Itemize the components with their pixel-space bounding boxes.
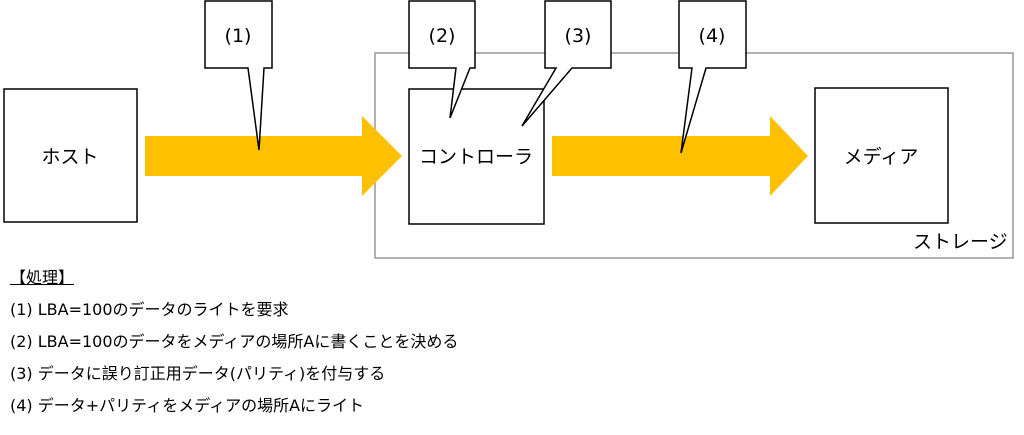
process-list: 【処理】 (1) LBA=100のデータのライトを要求 (2) LBA=100の… [10, 262, 458, 422]
callout-3 [521, 0, 612, 127]
callout-4 [678, 0, 747, 154]
process-title: 【処理】 [10, 268, 75, 287]
host-box [3, 88, 138, 223]
process-step-4: (4) データ+パリティをメディアの場所Aにライト [10, 396, 365, 415]
callout-2-label: (2) [429, 25, 456, 47]
host-label: ホスト [41, 146, 98, 168]
media-box [814, 87, 949, 224]
callout-2 [408, 0, 476, 119]
process-step-1: (1) LBA=100のデータのライトを要求 [10, 300, 289, 319]
media-label: メディア [844, 146, 919, 168]
storage-label: ストレージ [913, 231, 1008, 253]
process-step-3: (3) データに誤り訂正用データ(パリティ)を付与する [10, 364, 386, 383]
controller-box [408, 88, 545, 225]
arrow-controller-to-media [552, 116, 808, 196]
callout-3-label: (3) [565, 25, 592, 47]
storage-write-diagram: ストレージ ホスト コントローラ メディア (1) (2) (3) (4) [3, 0, 1014, 259]
callout-1-label: (1) [225, 25, 252, 47]
arrow-host-to-controller [145, 116, 402, 196]
controller-label: コントローラ [419, 146, 533, 168]
callout-4-label: (4) [699, 25, 726, 47]
callout-1 [204, 0, 273, 151]
process-step-2: (2) LBA=100のデータをメディアの場所Aに書くことを決める [10, 332, 459, 351]
